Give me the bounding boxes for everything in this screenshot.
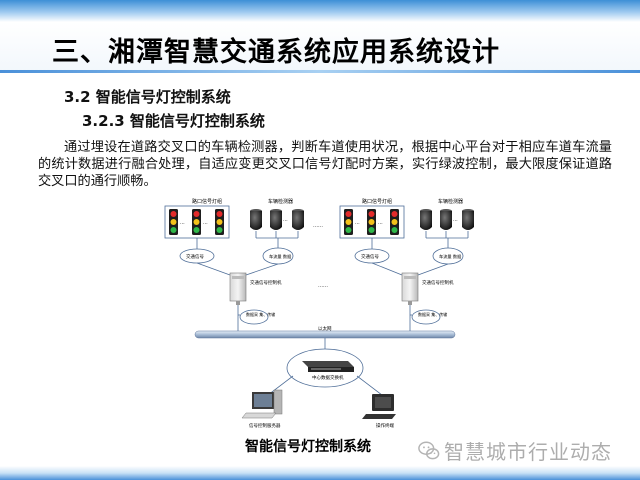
right-signal-box-label: 交通信号 (361, 253, 379, 260)
right-data-label: 数据采 集、传输 (418, 311, 447, 317)
left-data-label: 数据采 集、传输 (246, 311, 275, 317)
workstation-computer (241, 389, 283, 419)
left-dots-1: ··· (180, 221, 185, 227)
left-controller-label: 交通信号控制机 (250, 279, 282, 286)
title-band (0, 22, 640, 72)
left-intersection-group: 路口信号灯组 车辆检测器 ··· ··· ··· 交通信号 车流量 数据 (164, 198, 304, 331)
right-controller-label: 交通信号控制机 (422, 279, 454, 286)
center-ring (286, 348, 364, 388)
top-gradient-bar (0, 0, 640, 22)
right-signal-label: 路口信号灯组 (362, 198, 392, 205)
watermark: 智慧城市行业动态 (418, 436, 612, 465)
left-signal-label: 路口信号灯组 (192, 198, 222, 205)
wechat-icon (418, 441, 440, 459)
right-detector-label: 车辆检测器 (438, 198, 463, 205)
left-traffic-light-2 (192, 209, 201, 235)
right-traffic-light-1 (344, 209, 353, 235)
left-flow-box-label: 车流量 数据 (269, 253, 291, 260)
watermark-text: 智慧城市行业动态 (444, 440, 612, 464)
center-label: 中心数据交换机 (312, 374, 344, 381)
diagram-caption: 智能信号灯控制系统 (245, 439, 371, 455)
svg-text:···: ··· (355, 221, 360, 227)
left-detector-label: 车辆检测器 (268, 198, 293, 205)
center-switch (302, 361, 354, 372)
left-signal-box-label: 交通信号 (186, 253, 204, 260)
network-label: 以太网 (318, 325, 332, 332)
svg-text:···: ··· (378, 221, 383, 227)
svg-text:···: ··· (453, 218, 458, 224)
bottom-gradient-bar (0, 466, 640, 480)
workstation-label: 信号控制服务器 (249, 422, 281, 429)
svg-text:···: ··· (283, 218, 288, 224)
section-heading: 3.2 智能信号灯控制系统 (64, 88, 231, 106)
ethernet-backbone: 以太网 (194, 325, 456, 339)
page-title: 三、湘潭智慧交通系统应用系统设计 (52, 37, 500, 68)
right-traffic-light-2 (367, 209, 376, 235)
left-controller-cabinet (229, 272, 247, 305)
left-detectors: ··· (250, 209, 304, 230)
right-controller-cabinet (401, 272, 419, 305)
upper-ellipsis: …… (313, 223, 323, 229)
controller-ellipsis: …… (318, 283, 328, 289)
terminal-label: 操作终端 (376, 422, 394, 429)
left-dots-2: ··· (203, 221, 208, 227)
right-detectors: ··· (420, 209, 474, 230)
left-traffic-light-3 (215, 209, 224, 235)
subsection-heading: 3.2.3 智能信号灯控制系统 (82, 112, 265, 130)
body-paragraph: 通过埋设在道路交叉口的车辆检测器，判断车道使用状况，根据中心平台对于相应车道车流… (38, 140, 612, 189)
terminal-computer (362, 394, 396, 419)
right-traffic-light-3 (390, 209, 399, 235)
right-intersection-group: 路口信号灯组 车辆检测器 ··· ··· ··· 交通信号 车流量 数据 (339, 198, 474, 331)
title-underline (0, 70, 640, 73)
left-traffic-light-1 (169, 209, 178, 235)
system-diagram: 路口信号灯组 车辆检测器 ··· ··· ··· 交通信号 车流量 数据 (164, 198, 474, 429)
right-flow-box-label: 车流量 数据 (439, 253, 461, 260)
